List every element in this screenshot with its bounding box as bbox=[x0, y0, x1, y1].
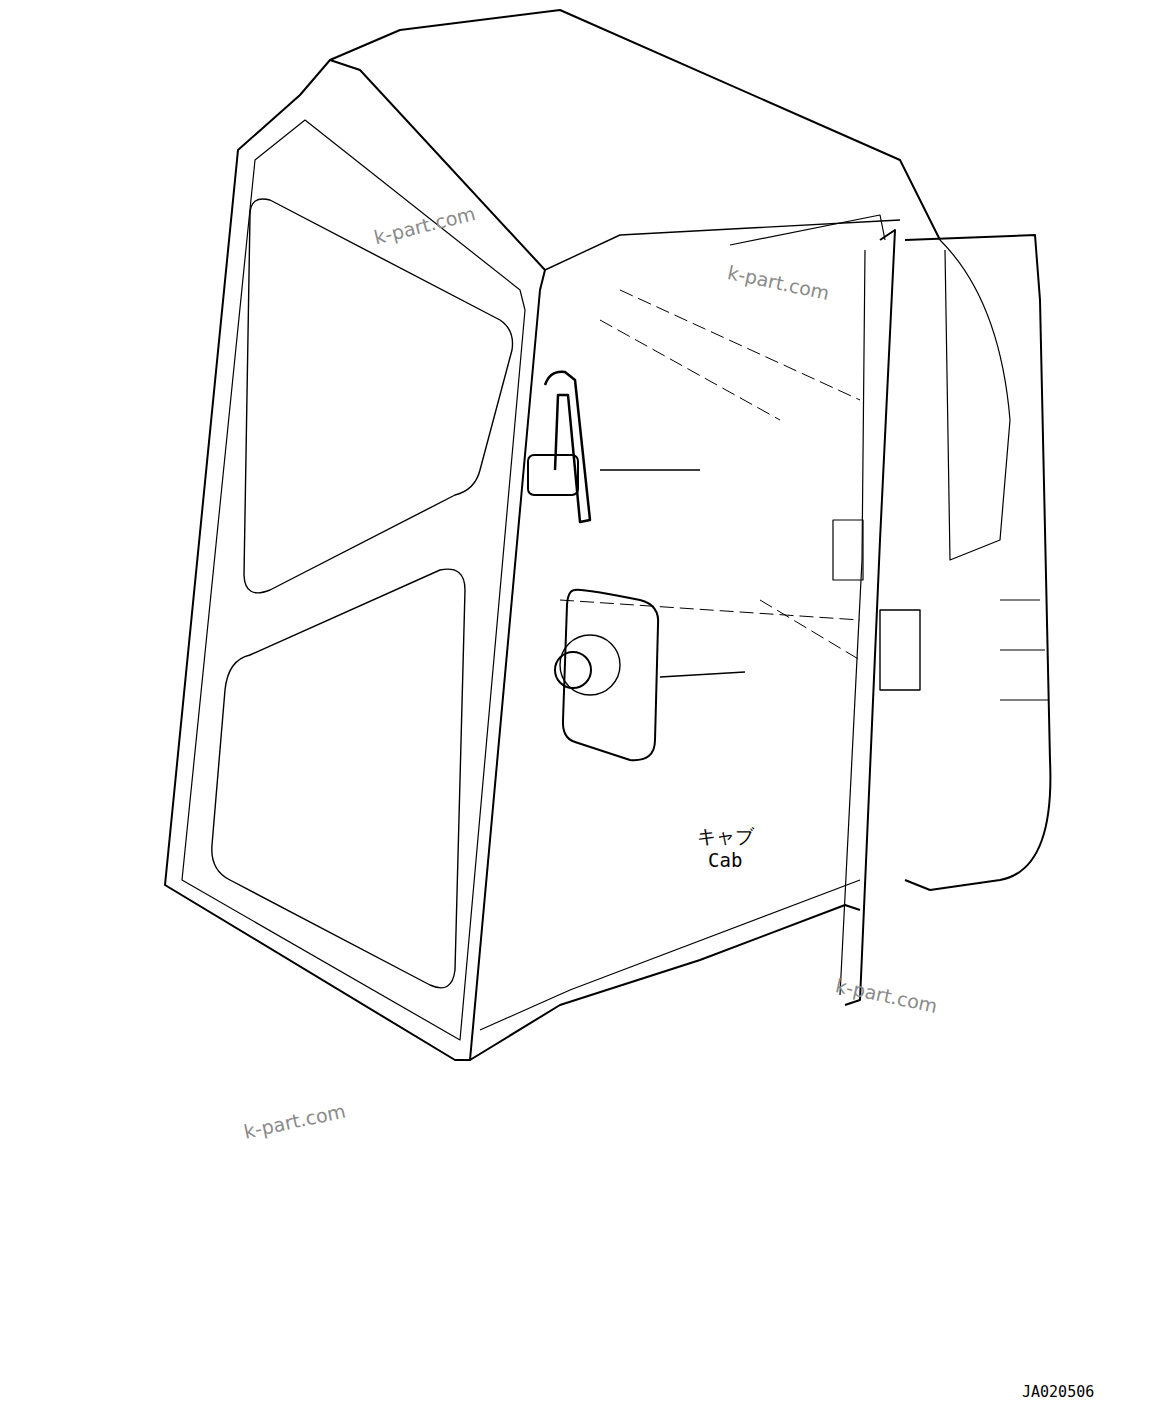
cab-frame-inner bbox=[182, 120, 525, 1040]
rear-pillar bbox=[845, 230, 895, 1005]
roof-edge bbox=[330, 10, 940, 240]
drawing-code: JA020506 bbox=[1022, 1384, 1094, 1401]
part-name: キャブ bbox=[697, 826, 754, 847]
lower-window bbox=[212, 569, 465, 988]
cab-frame bbox=[165, 60, 545, 1060]
mirror-stay bbox=[545, 372, 590, 522]
floor-rail bbox=[480, 880, 860, 1030]
watermark: k-part.com bbox=[372, 203, 477, 248]
panel-ribs bbox=[1000, 600, 1048, 700]
hidden-lines bbox=[560, 290, 860, 660]
mirror-mount bbox=[560, 635, 620, 695]
watermark: k-part.com bbox=[726, 262, 832, 304]
roof-beam bbox=[730, 215, 885, 245]
floor-rail bbox=[470, 905, 860, 1060]
mirror bbox=[563, 590, 658, 760]
rear-panel bbox=[905, 235, 1050, 890]
upper-window bbox=[244, 199, 513, 593]
rear-window bbox=[940, 240, 1010, 560]
watermark: k-part.com bbox=[834, 975, 940, 1017]
bracket bbox=[833, 520, 863, 580]
watermark: k-part.com bbox=[242, 1100, 348, 1142]
bracket bbox=[880, 610, 920, 690]
roof-beam bbox=[545, 220, 900, 270]
leader-line bbox=[600, 470, 745, 677]
part-name: Cab bbox=[708, 850, 742, 871]
mirror-clamp bbox=[528, 455, 578, 495]
